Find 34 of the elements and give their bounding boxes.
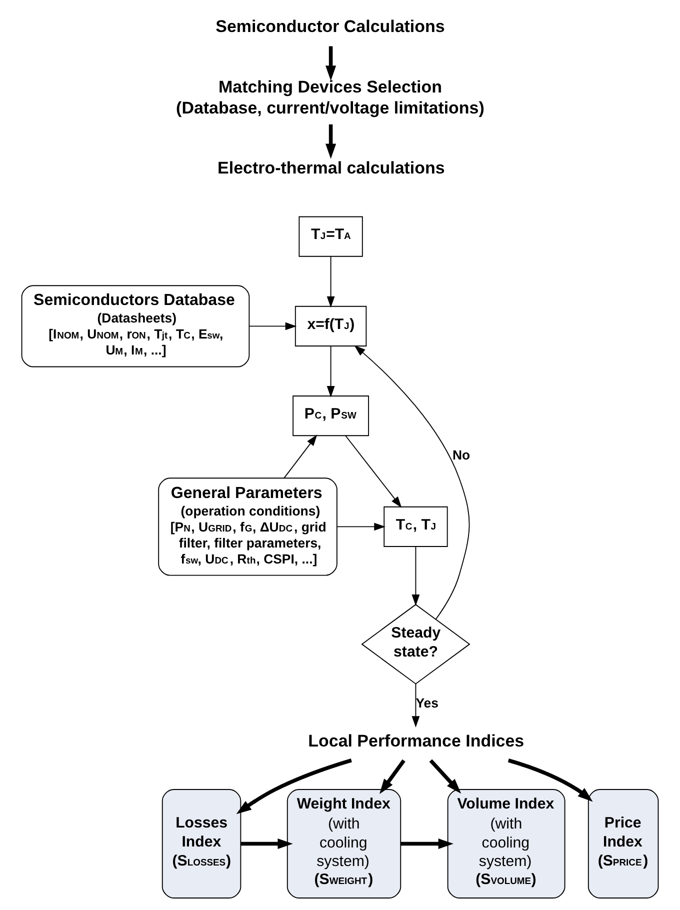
arrow xyxy=(354,345,470,620)
arrow xyxy=(508,758,593,802)
node-box: TJ=TA xyxy=(298,216,363,257)
node-box: Volume Index (with cooling system) (SVOLUME) xyxy=(447,789,566,898)
node-text: Semiconductor Calculations xyxy=(216,17,445,36)
arrow xyxy=(236,758,352,814)
arrow xyxy=(345,435,402,508)
arrow xyxy=(249,322,297,330)
arrow xyxy=(240,838,293,850)
arrow xyxy=(326,124,336,159)
node-box: General Parameters (operation conditions) [PN, UGRID, fG, ΔUDC, grid filter, filter parameters, fsw, UDC, Rth, CSPI, ...] xyxy=(158,478,338,576)
arrow xyxy=(412,683,420,728)
node-box: TC, TJ xyxy=(384,506,448,547)
arrow xyxy=(326,46,336,81)
node-diamond: Steady state? xyxy=(361,604,470,684)
arrow xyxy=(284,434,318,478)
arrow xyxy=(429,759,462,794)
node-text: Matching Devices Selection (Database, current/voltage limitations) xyxy=(176,78,484,118)
node-box: x=f(TJ) xyxy=(294,306,367,346)
arrow xyxy=(326,256,335,308)
arrow xyxy=(412,546,420,606)
node-box: Price Index (SPRICE) xyxy=(588,789,659,898)
arrow xyxy=(400,838,454,850)
arrow xyxy=(326,346,335,398)
node-box: Semiconductors Database (Datasheets) [INOM, UNOM, rON, Tjt, TC, Esw, UM, IM, ...] xyxy=(21,285,250,368)
node-box: Losses Index (SLOSSES) xyxy=(162,789,242,898)
node-text: Local Performance Indices xyxy=(308,731,524,750)
arrow xyxy=(336,522,386,531)
node-box: Weight Index (with cooling system) (SWEIGHT) xyxy=(286,789,402,898)
edge-label: Yes xyxy=(416,696,438,711)
node-text: Electro-thermal calculations xyxy=(218,158,445,178)
arrow xyxy=(379,759,406,794)
edge-label: No xyxy=(452,447,470,462)
node-box: PC, PSW xyxy=(292,396,370,436)
